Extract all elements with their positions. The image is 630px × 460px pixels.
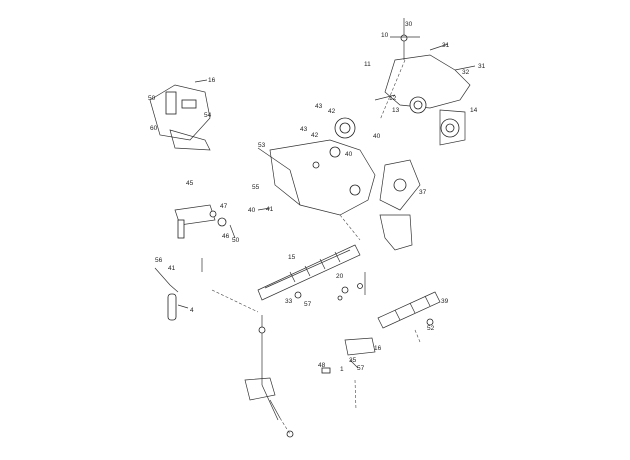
small-parts-20: [337, 272, 366, 301]
callout-label-40: 40: [373, 133, 381, 140]
callout-label-41: 41: [266, 206, 274, 213]
callout-label-57: 57: [304, 301, 312, 308]
callout-label-40: 40: [345, 151, 353, 158]
guide-rail-15: [257, 244, 361, 301]
left-bracket: [174, 204, 271, 239]
callout-label-13: 13: [392, 107, 400, 114]
callout-label-47: 47: [220, 203, 228, 210]
callout-label-57: 57: [357, 365, 365, 372]
callout-label-31: 31: [478, 63, 486, 70]
central-mechanism: [257, 117, 421, 251]
callout-label-14: 14: [470, 107, 478, 114]
callout-label-39: 39: [441, 298, 449, 305]
callout-label-35: 35: [349, 357, 357, 364]
spring-part-4: [154, 258, 203, 321]
callout-label-4: 4: [190, 307, 194, 314]
callout-label-56: 56: [155, 257, 163, 264]
callout-label-42: 42: [311, 132, 319, 139]
callout-label-46: 46: [222, 233, 230, 240]
callout-label-30: 30: [405, 21, 413, 28]
callout-label-40: 40: [248, 207, 256, 214]
callout-label-32: 32: [462, 69, 470, 76]
callout-label-11: 11: [364, 61, 371, 68]
callout-label-33: 33: [285, 298, 293, 305]
callout-label-1: 1: [340, 366, 344, 373]
callout-label-31: 31: [442, 42, 450, 49]
callout-label-48: 48: [318, 362, 326, 369]
callout-label-43: 43: [315, 103, 323, 110]
callout-label-20: 20: [336, 273, 344, 280]
callout-label-12: 12: [389, 95, 397, 102]
callout-label-55: 55: [252, 184, 260, 191]
callout-label-10: 10: [381, 32, 389, 39]
callout-label-16: 16: [208, 77, 216, 84]
callout-label-52: 52: [427, 325, 435, 332]
callout-label-53: 53: [258, 142, 266, 149]
callout-label-50: 50: [232, 237, 240, 244]
callout-label-45: 45: [186, 180, 194, 187]
callout-label-15: 15: [288, 254, 296, 261]
callout-label-41: 41: [168, 265, 176, 272]
callout-label-54: 54: [204, 112, 212, 119]
callout-label-42: 42: [328, 108, 336, 115]
vertical-shaft: [211, 289, 294, 438]
lower-right-parts: [321, 329, 421, 411]
callout-label-37: 37: [419, 189, 427, 196]
callout-label-16: 16: [374, 345, 382, 352]
guide-rail-39: [377, 291, 441, 329]
callout-label-60: 60: [150, 125, 158, 132]
top-right-assembly: [374, 18, 476, 146]
top-left-assembly: [149, 79, 211, 151]
callout-label-50: 50: [148, 95, 156, 102]
callout-label-43: 43: [300, 126, 308, 133]
